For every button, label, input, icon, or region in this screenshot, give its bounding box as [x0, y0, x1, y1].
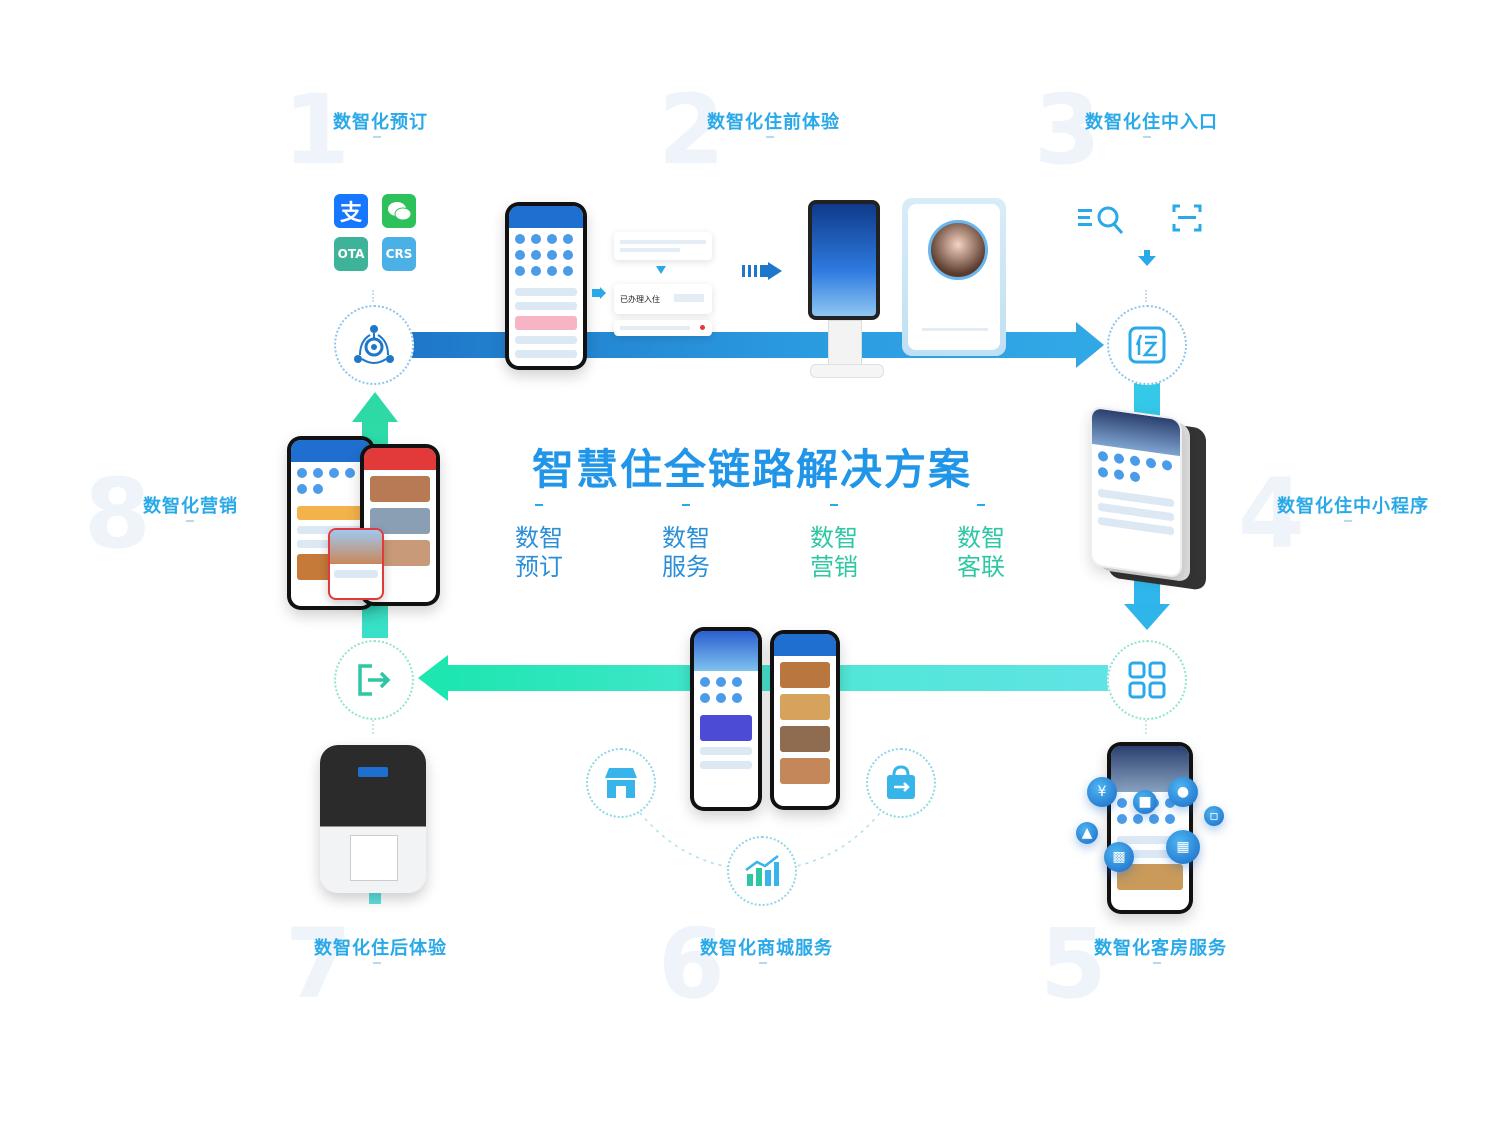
self-checkout-printer [320, 745, 426, 893]
service-service-line2: 服务 [662, 553, 710, 581]
shopping-bag-node[interactable] [866, 748, 936, 818]
connector-5 [1145, 720, 1149, 734]
booking-card-top [614, 232, 712, 260]
step-8-number: 8 [84, 458, 151, 570]
step-7-dash [373, 962, 381, 964]
service-service-line1: 数智 [662, 524, 710, 552]
mall-phone-right [770, 630, 840, 810]
flow-arrow-top [1076, 322, 1104, 368]
marketing-phone-right [360, 444, 440, 606]
alipay-icon[interactable]: 支 [334, 194, 368, 228]
apps-grid-node[interactable] [1107, 640, 1187, 720]
card-icon[interactable]: ▫ [1204, 806, 1224, 826]
wechat-icon[interactable] [382, 194, 416, 228]
room-service-phone [1107, 742, 1193, 914]
exit-node[interactable] [334, 640, 414, 720]
checkin-entry-icon [1128, 326, 1166, 364]
service-customer-line2: 客联 [957, 553, 1005, 581]
ota-icon[interactable]: OTA [334, 237, 368, 271]
apps-grid-icon [1128, 661, 1166, 699]
step-1-number: 1 [283, 74, 350, 186]
hub-icon [354, 325, 394, 364]
down-arrow-icon [656, 266, 666, 274]
kiosk-base [810, 364, 884, 378]
step-5-dash [1153, 962, 1161, 964]
step-4-number: 4 [1238, 458, 1305, 570]
step-2-title: 数智化住前体验 [707, 112, 840, 133]
exit-icon [358, 664, 391, 696]
marketing-popup [328, 528, 384, 600]
payment-icon[interactable]: ¥ [1087, 777, 1117, 807]
crs-icon[interactable]: CRS [382, 237, 416, 271]
step-1-title: 数智化预订 [333, 112, 428, 133]
face-avatar [928, 220, 988, 280]
face-tablet [902, 198, 1006, 356]
mall-phone-left [690, 627, 762, 811]
service-bell-icon[interactable]: ▲ [1076, 822, 1098, 844]
step-4-title: 数智化住中小程序 [1277, 496, 1429, 517]
step-3-number: 3 [1034, 74, 1101, 186]
lock-icon[interactable]: ■ [1133, 790, 1157, 814]
shop-icon[interactable]: ▦ [1166, 830, 1200, 864]
step-8-title: 数智化营销 [143, 496, 238, 517]
step-7-number: 7 [285, 908, 352, 1020]
small-arrow-icon [592, 287, 606, 299]
step-2-dash [766, 136, 774, 138]
service-marketing-line2: 营销 [810, 553, 858, 581]
solution-title: 智慧住全链路解决方案 [532, 445, 973, 494]
step-2-number: 2 [658, 74, 725, 186]
service-service: 数智 服务 [651, 504, 721, 582]
flow-arrow-bottom [418, 655, 448, 701]
flow-arrow-right [1124, 604, 1170, 630]
store-icon [605, 768, 637, 798]
service-marketing: 数智 营销 [799, 504, 869, 582]
checkin-kiosk [808, 200, 880, 320]
scan-icon [1172, 204, 1202, 232]
connector-3 [1145, 290, 1149, 302]
chart-growth-icon [745, 855, 779, 886]
step-3-title: 数智化住中入口 [1085, 112, 1218, 133]
guests-icon[interactable]: ● [1168, 777, 1198, 807]
down-arrow-small-icon [1138, 250, 1156, 266]
connector-1 [372, 290, 376, 302]
step-4-dash [1344, 520, 1352, 522]
step-5-title: 数智化客房服务 [1094, 938, 1227, 959]
store-node[interactable] [586, 748, 656, 818]
shopping-bag-icon [887, 765, 915, 799]
step-7-title: 数智化住后体验 [314, 938, 447, 959]
wechat-glyph [388, 202, 411, 221]
step-5-number: 5 [1040, 908, 1107, 1020]
forward-stripes-icon [742, 262, 782, 280]
step-3-dash [1143, 136, 1151, 138]
kiosk-stand [828, 320, 862, 368]
step-6-title: 数智化商城服务 [700, 938, 833, 959]
service-customer: 数智 客联 [946, 504, 1016, 582]
search-list-icon [1078, 206, 1124, 234]
checkin-entry-node[interactable] [1107, 305, 1187, 385]
step-6-number: 6 [658, 908, 725, 1020]
service-booking-line1: 数智 [515, 524, 563, 552]
hub-node[interactable] [334, 305, 414, 385]
chart-growth-node[interactable] [727, 836, 797, 906]
booking-card-bottom [614, 320, 712, 336]
service-booking: 数智 预订 [504, 504, 574, 582]
flow-arrow-left [352, 392, 398, 422]
mini-program-phone [1090, 405, 1182, 579]
service-customer-line1: 数智 [957, 524, 1005, 552]
step-6-dash [759, 962, 767, 964]
service-marketing-line1: 数智 [810, 524, 858, 552]
booking-phone [505, 202, 587, 370]
car-icon[interactable]: ▩ [1104, 842, 1134, 872]
step-8-dash [186, 520, 194, 522]
step-1-dash [373, 136, 381, 138]
checkin-card: 已办理入住 [614, 284, 712, 314]
service-booking-line2: 预订 [515, 553, 563, 581]
checkin-status: 已办理入住 [620, 295, 660, 304]
connector-7 [372, 720, 376, 734]
